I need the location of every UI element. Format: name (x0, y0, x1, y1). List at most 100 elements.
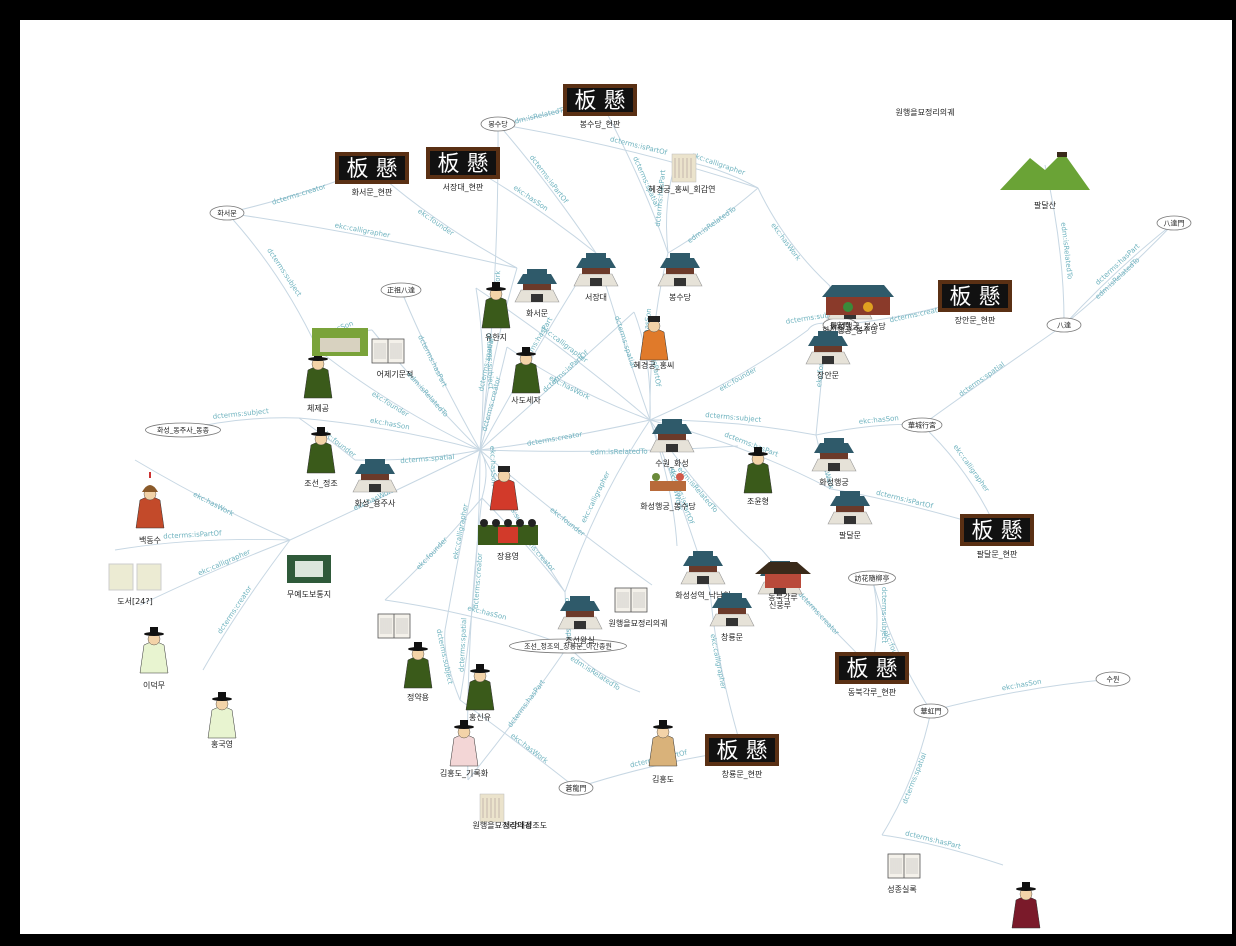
node-label: 서장대 (585, 292, 607, 302)
person-icon[interactable] (639, 316, 669, 361)
person-icon[interactable] (403, 642, 433, 689)
building-icon[interactable] (352, 459, 398, 493)
signboard-node[interactable]: 板 懸 (563, 84, 637, 116)
signboard-node[interactable]: 板 懸 (960, 514, 1034, 546)
palace-icon[interactable] (822, 285, 894, 315)
oval-node[interactable]: 八達 (1046, 317, 1082, 333)
person-icon[interactable] (135, 472, 165, 529)
graph-edge (479, 346, 508, 451)
person-icon[interactable] (449, 720, 479, 767)
building-icon[interactable] (827, 491, 873, 525)
signboard-node[interactable]: 板 懸 (835, 652, 909, 684)
edge-label: ekc:founder (815, 345, 827, 388)
building-icon[interactable] (680, 551, 726, 585)
edge-label: ekc:hasSon (488, 446, 498, 486)
node-label: 원행을묘정리의궤 (609, 618, 668, 628)
oval-node[interactable]: 正祖八達 (380, 282, 422, 298)
node-label: 동북각루 (768, 592, 797, 602)
edge-label: ekc:calligrapher (334, 221, 391, 239)
person-icon[interactable] (465, 664, 495, 711)
oval-node[interactable]: 수원 (1095, 671, 1131, 687)
node-label: 김홍도 (652, 774, 674, 784)
edge-label: dcterms:spatial (458, 618, 469, 673)
book-icon[interactable] (614, 587, 648, 613)
building-icon[interactable] (557, 596, 603, 630)
person-icon[interactable] (303, 352, 333, 399)
book-icon[interactable] (887, 853, 921, 879)
oval-node[interactable]: 華城行宮 (901, 417, 943, 433)
node-label: 봉수당_현판 (580, 119, 621, 129)
oval-node[interactable]: 화성_동주사_동종 (145, 422, 221, 438)
building-icon[interactable] (514, 269, 560, 303)
graph-edge (649, 329, 809, 421)
building-icon[interactable] (573, 253, 619, 287)
person-icon[interactable] (489, 466, 519, 511)
edge-label: ekc:calligrapher (952, 443, 991, 494)
group-icon[interactable] (478, 519, 538, 545)
oval-node[interactable]: 조선_정조의_창룡문_아간종원 (509, 638, 627, 654)
banquet-icon[interactable] (650, 473, 686, 491)
person-icon[interactable] (139, 627, 169, 674)
edge-label: ekc:hasWork (192, 490, 236, 518)
oval-node[interactable]: 蒼龍門 (558, 780, 594, 796)
node-label: 성종실록 (887, 884, 916, 894)
photo-icon[interactable] (287, 555, 331, 583)
signboard-node[interactable]: 板 懸 (335, 152, 409, 184)
pavilion-icon[interactable] (755, 562, 811, 588)
building-icon[interactable] (657, 253, 703, 287)
document-icon[interactable] (671, 153, 697, 183)
graph-edge (298, 417, 356, 461)
building-icon[interactable] (649, 419, 695, 453)
book-icon[interactable] (371, 338, 405, 364)
edge-label: dcterms:subject (880, 587, 888, 644)
edge-label: dcterms:creator (472, 552, 484, 609)
graph-edge (139, 539, 291, 606)
mountain-icon[interactable] (1000, 152, 1090, 190)
oval-text: 수원 (1107, 675, 1120, 684)
edge-label: edm:isRelatedTo (686, 205, 737, 245)
edge-label: ekc:hasWork (769, 221, 802, 262)
graph-edge (384, 599, 569, 647)
graph-edge (497, 123, 597, 254)
person-icon[interactable] (207, 692, 237, 739)
oval-node[interactable]: 봉수당 (480, 116, 516, 132)
oval-node[interactable]: 화서문 (209, 205, 245, 221)
building-icon[interactable] (805, 331, 851, 365)
graph-edge (1063, 222, 1175, 326)
building-icon[interactable] (709, 593, 755, 627)
signboard-node[interactable]: 板 懸 (938, 280, 1012, 312)
book-icon[interactable] (377, 613, 411, 639)
photo-icon[interactable] (312, 328, 368, 356)
oval-node[interactable]: 八達門 (1156, 215, 1192, 231)
graph-edge (459, 699, 577, 789)
graph-edge (667, 187, 759, 254)
node-label: 봉수당 (669, 292, 692, 302)
node-label: 팔달문_현판 (977, 549, 1018, 559)
person-icon[interactable] (648, 720, 678, 767)
signboard-node[interactable]: 板 懸 (426, 147, 500, 179)
oval-node[interactable]: 訪花隨柳亭 (848, 570, 896, 586)
node-label: 홍국영 (211, 739, 233, 749)
person-icon[interactable] (306, 427, 336, 474)
node-label: 창룡문_현판 (722, 770, 763, 779)
person-icon[interactable] (743, 447, 773, 494)
knowledge-graph[interactable]: edm:isRelatedTo dcterms:isPartOf ekc:hasWo… (20, 20, 1232, 934)
edge-label: ekc:hasSon (1001, 678, 1042, 693)
building-icon[interactable] (811, 438, 857, 472)
person-icon[interactable] (1011, 882, 1041, 929)
oval-text: 蒼龍門 (566, 784, 587, 793)
graph-edge (114, 538, 291, 551)
graph-canvas[interactable]: edm:isRelatedTo dcterms:isPartOf ekc:hasWo… (20, 20, 1232, 934)
signboard-text: 板 懸 (347, 157, 398, 182)
scan-icon[interactable] (108, 563, 162, 591)
node-label: 화성행궁_봉수당 (830, 321, 886, 331)
person-icon[interactable] (511, 347, 541, 394)
node-label: 신풍루 (769, 601, 791, 610)
person-icon[interactable] (481, 282, 511, 329)
signboard-node[interactable]: 板 懸 (705, 734, 779, 766)
node-label: 어제기문적 (377, 369, 414, 379)
oval-text: 長安門 (830, 321, 851, 330)
edge-label: dcterms:isPartOf (163, 529, 222, 540)
oval-node[interactable]: 華虹門 (913, 703, 949, 719)
document-icon[interactable] (479, 793, 505, 823)
